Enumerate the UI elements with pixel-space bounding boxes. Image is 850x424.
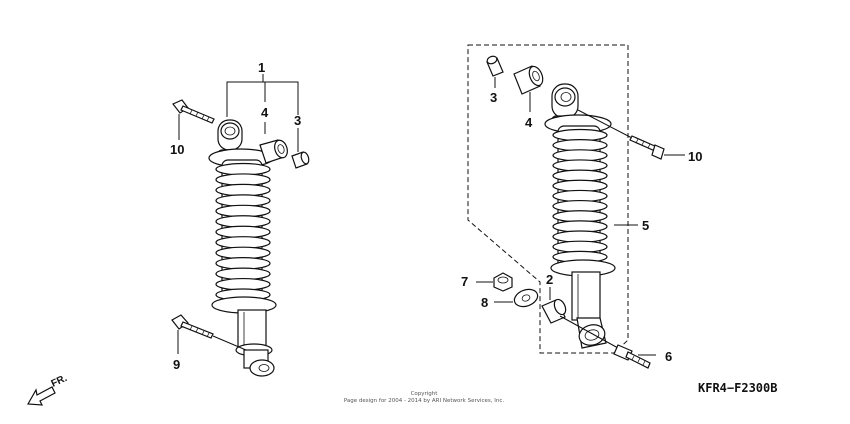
left-bushing [259,139,288,164]
copyright-line-1: Copyright [411,391,439,397]
callout-right-3: 3 [490,90,497,105]
callout-left-4: 4 [261,105,269,120]
front-direction-indicator: FR. [27,373,69,406]
right-bushing [513,65,544,95]
spring-coil [552,240,608,253]
callout-left-3: 3 [294,113,301,128]
spring-coil [552,159,608,172]
spring-coil [215,236,271,249]
copyright-line-2: Page design for 2004 - 2014 by ARI Netwo… [344,398,505,404]
spring-coil [552,230,608,243]
callout-right-10: 10 [688,149,702,164]
callout-right-2: 2 [546,272,553,287]
callout-left-1: 1 [258,60,265,75]
spring-coil [552,128,608,142]
callout-right-8: 8 [481,295,488,310]
spring-coil [215,267,271,281]
left-upper-mount-eye [217,119,243,151]
callout-left-9: 9 [173,357,180,372]
right-shock-absorber [467,44,685,369]
right-lower-bushing [541,298,567,324]
spring-coil [552,189,608,203]
spring-coil [552,199,608,213]
callout-right-5: 5 [642,218,649,233]
spring-coil [552,139,608,152]
spring-coil [552,149,608,162]
left-collar [291,151,310,169]
diagram-code: KFR4−F2300B [698,381,777,395]
left-lower-bolt [171,314,247,351]
spring-coil [215,204,271,218]
spring-coil [215,215,271,228]
right-collar [486,55,504,77]
spring-coil [215,257,271,270]
spring-coil [552,210,608,223]
front-direction-label: FR. [50,373,69,390]
callout-right-7: 7 [461,274,468,289]
callout-left-10: 10 [170,142,184,157]
spring-coil [215,246,271,260]
right-washer [513,288,539,308]
right-lower-bolt [559,315,651,369]
left-lower-mount-eye [249,359,275,377]
spring-coil [215,183,271,197]
spring-coil [215,173,271,187]
left-shock-absorber [171,74,310,377]
right-upper-bolt [577,109,665,160]
right-coil-spring [552,128,608,264]
spring-coil [215,194,271,207]
spring-coil [552,169,608,182]
spring-coil [215,225,271,239]
callout-right-4: 4 [525,115,533,130]
right-nut [493,272,513,292]
spring-coil [552,179,608,193]
right-lower-mount-eye [576,317,607,349]
callout-right-6: 6 [665,349,672,364]
right-upper-mount-eye [551,83,579,119]
spring-coil [552,220,608,233]
left-coil-spring [215,162,271,302]
front-arrow-icon [27,386,56,406]
spring-coil [215,162,271,176]
left-upper-bolt [172,99,215,124]
spring-coil [215,277,271,291]
